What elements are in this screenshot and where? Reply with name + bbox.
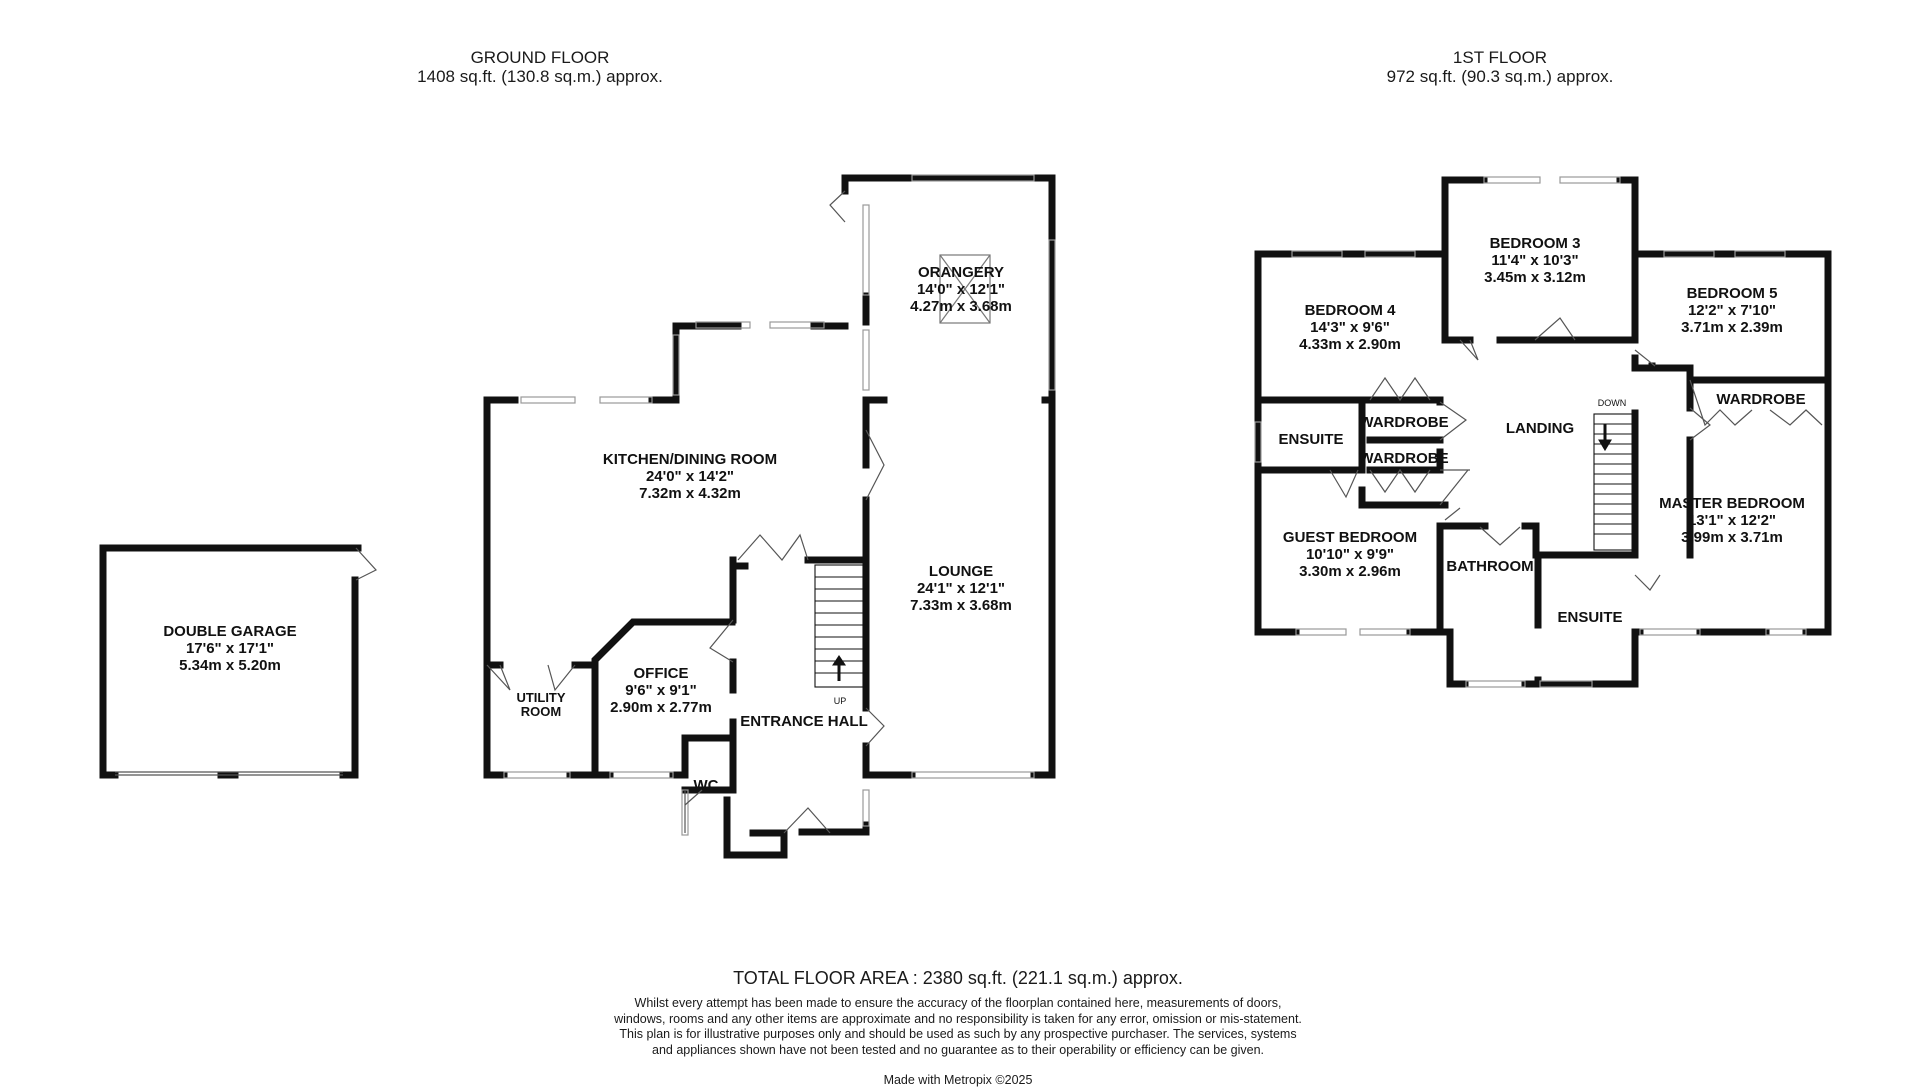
ground-room-labels: DOUBLE GARAGE 17'6" x 17'1" 5.34m x 5.20… xyxy=(163,264,1012,794)
made-with-credit: Made with Metropix ©2025 xyxy=(883,1073,1033,1087)
room-metric-master-bedroom: 3.99m x 3.71m xyxy=(1681,529,1783,546)
room-name-utility-line2: ROOM xyxy=(521,704,561,719)
room-name-wc: WC xyxy=(694,777,719,794)
first-floor-plan: BEDROOM 3 11'4" x 10'3" 3.45m x 3.12m BE… xyxy=(1254,176,1832,688)
room-name-bedroom4: BEDROOM 4 xyxy=(1305,302,1397,319)
room-metric-lounge: 7.33m x 3.68m xyxy=(910,597,1012,614)
room-name-bedroom5: BEDROOM 5 xyxy=(1687,285,1778,302)
room-metric-bedroom3: 3.45m x 3.12m xyxy=(1484,269,1586,286)
garage-door xyxy=(115,547,377,776)
room-name-utility: UTILITY xyxy=(516,690,565,705)
orangery-skylight xyxy=(939,254,991,324)
first-stairs xyxy=(1593,413,1635,551)
room-name-office: OFFICE xyxy=(634,665,689,682)
ground-floor-walls xyxy=(483,174,1056,859)
room-name-landing: LANDING xyxy=(1506,420,1574,437)
ground-floor-heading: GROUND FLOOR 1408 sq.ft. (130.8 sq.m.) a… xyxy=(410,48,670,86)
first-floor-area: 972 sq.ft. (90.3 sq.m.) approx. xyxy=(1386,67,1614,86)
ground-floor-doors xyxy=(486,190,885,834)
room-imperial-bedroom3: 11'4" x 10'3" xyxy=(1491,252,1578,269)
room-imperial-office: 9'6" x 9'1" xyxy=(625,682,696,699)
ground-floor-area: 1408 sq.ft. (130.8 sq.m.) approx. xyxy=(417,67,663,86)
room-metric-bedroom5: 3.71m x 2.39m xyxy=(1681,319,1783,336)
room-metric-bedroom4: 4.33m x 2.90m xyxy=(1299,336,1401,353)
ground-stairs xyxy=(814,564,864,688)
room-metric-orangery: 4.27m x 3.68m xyxy=(910,298,1012,315)
room-name-ensuite-2: ENSUITE xyxy=(1557,609,1622,626)
room-imperial-bedroom4: 14'3" x 9'6" xyxy=(1310,319,1390,336)
room-name-lounge: LOUNGE xyxy=(929,563,993,580)
ground-floor-windows xyxy=(503,174,1056,836)
room-name-orangery: ORANGERY xyxy=(918,264,1004,281)
first-room-labels: BEDROOM 3 11'4" x 10'3" 3.45m x 3.12m BE… xyxy=(1278,235,1805,626)
room-name-wardrobe-3: WARDROBE xyxy=(1716,391,1805,408)
room-name-master-bedroom: MASTER BEDROOM xyxy=(1659,495,1805,512)
room-imperial-orangery: 14'0" x 12'1" xyxy=(917,281,1005,298)
first-floor-title: 1ST FLOOR xyxy=(1452,48,1548,67)
first-floor-heading: 1ST FLOOR 972 sq.ft. (90.3 sq.m.) approx… xyxy=(1360,48,1640,86)
room-name-guest-bedroom: GUEST BEDROOM xyxy=(1283,529,1417,546)
ground-floor-title: GROUND FLOOR xyxy=(470,48,610,67)
room-metric-garage: 5.34m x 5.20m xyxy=(179,657,281,674)
room-name-wardrobe-2: WARDROBE xyxy=(1359,450,1448,467)
room-name-wardrobe-1: WARDROBE xyxy=(1359,414,1448,431)
ground-floor-plan: DOUBLE GARAGE 17'6" x 17'1" 5.34m x 5.20… xyxy=(99,174,1056,859)
room-name-entrance-hall: ENTRANCE HALL xyxy=(740,713,868,730)
first-floor-windows xyxy=(1254,176,1807,688)
first-floor-doors xyxy=(1329,317,1823,591)
first-floor-walls xyxy=(1254,176,1832,688)
room-imperial-guest-bedroom: 10'10" x 9'9" xyxy=(1306,546,1394,563)
room-name-garage: DOUBLE GARAGE xyxy=(163,623,296,640)
disclaimer-text: Whilst every attempt has been made to en… xyxy=(614,996,1302,1057)
room-imperial-garage: 17'6" x 17'1" xyxy=(186,640,274,657)
room-imperial-kitchen: 24'0" x 14'2" xyxy=(646,468,734,485)
room-name-bedroom3: BEDROOM 3 xyxy=(1490,235,1581,252)
room-imperial-bedroom5: 12'2" x 7'10" xyxy=(1688,302,1776,319)
total-floor-area: TOTAL FLOOR AREA : 2380 sq.ft. (221.1 sq… xyxy=(733,968,1183,988)
room-name-ensuite-1: ENSUITE xyxy=(1278,431,1343,448)
stair-label-up: UP xyxy=(834,696,847,706)
room-name-kitchen: KITCHEN/DINING ROOM xyxy=(603,451,777,468)
room-metric-kitchen: 7.32m x 4.32m xyxy=(639,485,741,502)
room-metric-office: 2.90m x 2.77m xyxy=(610,699,712,716)
stair-label-down: DOWN xyxy=(1598,398,1627,408)
room-imperial-lounge: 24'1" x 12'1" xyxy=(917,580,1005,597)
room-name-bathroom: BATHROOM xyxy=(1446,558,1533,575)
room-imperial-master-bedroom: 13'1" x 12'2" xyxy=(1688,512,1776,529)
room-metric-guest-bedroom: 3.30m x 2.96m xyxy=(1299,563,1401,580)
